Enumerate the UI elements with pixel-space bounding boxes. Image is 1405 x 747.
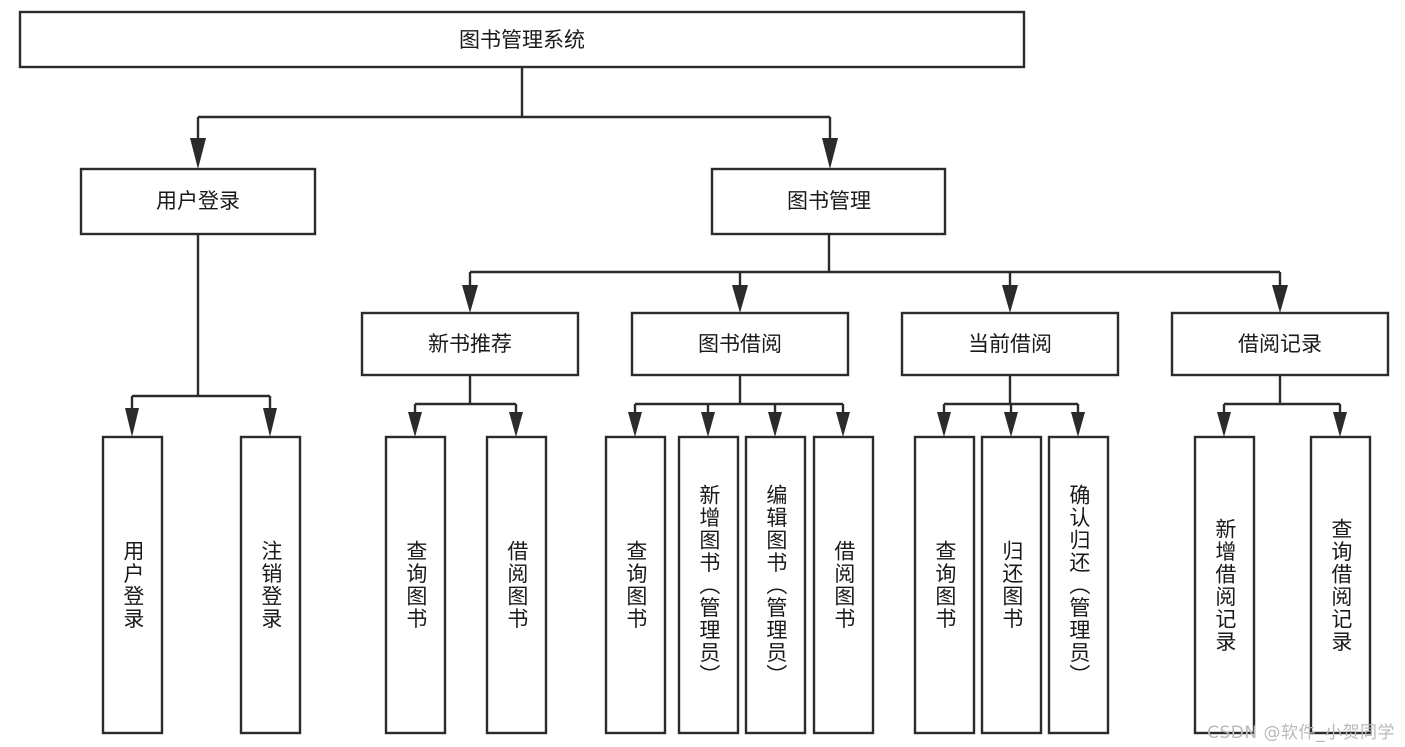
node-user-login[interactable]: 用户登录 bbox=[79, 167, 317, 236]
arrow-head-leaf-logout bbox=[263, 408, 277, 437]
arrow-head-leaf-bk-edit bbox=[768, 412, 782, 437]
root-box[interactable] bbox=[18, 10, 1026, 69]
root-label: 图书管理系统 bbox=[459, 28, 585, 52]
current-borrow-box[interactable] bbox=[900, 311, 1120, 377]
book-borrow-box[interactable] bbox=[630, 311, 850, 377]
arrow-head-leaf-user-login bbox=[125, 408, 139, 437]
arrow-head-leaf-cur-query bbox=[937, 412, 951, 437]
arrow-head-leaf-nb-borrow bbox=[509, 412, 523, 437]
book-borrow-label: 图书借阅 bbox=[698, 332, 782, 356]
arrow-head-leaf-cur-confirm bbox=[1071, 412, 1085, 437]
arrow-head-record bbox=[1272, 285, 1288, 313]
arrow-head-leaf-cur-return bbox=[1004, 412, 1018, 437]
leaf-box-bk-edit-book[interactable] bbox=[744, 435, 807, 735]
arrow-head-leaf-bk-query bbox=[628, 412, 642, 437]
borrow-record-box[interactable] bbox=[1170, 311, 1390, 377]
node-root[interactable]: 图书管理系统 bbox=[18, 10, 1026, 69]
leaf-box-cur-confirm[interactable] bbox=[1047, 435, 1110, 735]
leaf-box-cur-query-book[interactable] bbox=[913, 435, 976, 735]
leaf-box-bk-borrow-book[interactable] bbox=[812, 435, 875, 735]
leaf-box-bk-add-book[interactable] bbox=[677, 435, 740, 735]
borrow-record-label: 借阅记录 bbox=[1238, 332, 1322, 356]
leaf-box-cur-return-book[interactable] bbox=[980, 435, 1043, 735]
leaf-box-bk-query-book[interactable] bbox=[604, 435, 667, 735]
arrow-head-user-login bbox=[190, 138, 206, 169]
node-book-borrow[interactable]: 图书借阅 bbox=[630, 311, 850, 377]
leaf-boxes[interactable] bbox=[101, 435, 1372, 735]
arrow-head-leaf-bk-add bbox=[701, 412, 715, 437]
connectors bbox=[125, 67, 1347, 437]
arrow-head-borrow bbox=[732, 285, 748, 313]
arrow-head-leaf-bk-borrow bbox=[836, 412, 850, 437]
node-book-management[interactable]: 图书管理 bbox=[710, 167, 947, 236]
arrow-head-leaf-rec-add bbox=[1217, 412, 1231, 437]
current-borrow-label: 当前借阅 bbox=[968, 332, 1052, 356]
leaf-box-rec-add-record[interactable] bbox=[1193, 435, 1256, 735]
leaf-box-nb-borrow-book[interactable] bbox=[485, 435, 548, 735]
node-borrow-record[interactable]: 借阅记录 bbox=[1170, 311, 1390, 377]
arrow-head-leaf-nb-query bbox=[408, 412, 422, 437]
csdn-watermark: CSDN @软件_小贺同学 bbox=[1207, 723, 1395, 743]
node-new-book-recommend[interactable]: 新书推荐 bbox=[360, 311, 580, 377]
new-book-recommend-label: 新书推荐 bbox=[428, 332, 512, 356]
new-book-recommend-box[interactable] bbox=[360, 311, 580, 377]
leaf-box-rec-query-record[interactable] bbox=[1309, 435, 1372, 735]
arrow-head-current bbox=[1002, 285, 1018, 313]
arrow-head-book-mgmt bbox=[822, 138, 838, 169]
leaf-box-nb-query-book[interactable] bbox=[384, 435, 447, 735]
user-login-box[interactable] bbox=[79, 167, 317, 236]
book-management-label: 图书管理 bbox=[787, 189, 871, 213]
leaf-box-logout[interactable] bbox=[239, 435, 302, 735]
book-management-box[interactable] bbox=[710, 167, 947, 236]
arrow-head-newbook bbox=[462, 285, 478, 313]
leaf-box-user-login[interactable] bbox=[101, 435, 164, 735]
node-current-borrow[interactable]: 当前借阅 bbox=[900, 311, 1120, 377]
arrow-head-leaf-rec-query bbox=[1333, 412, 1347, 437]
user-login-label: 用户登录 bbox=[156, 189, 240, 213]
